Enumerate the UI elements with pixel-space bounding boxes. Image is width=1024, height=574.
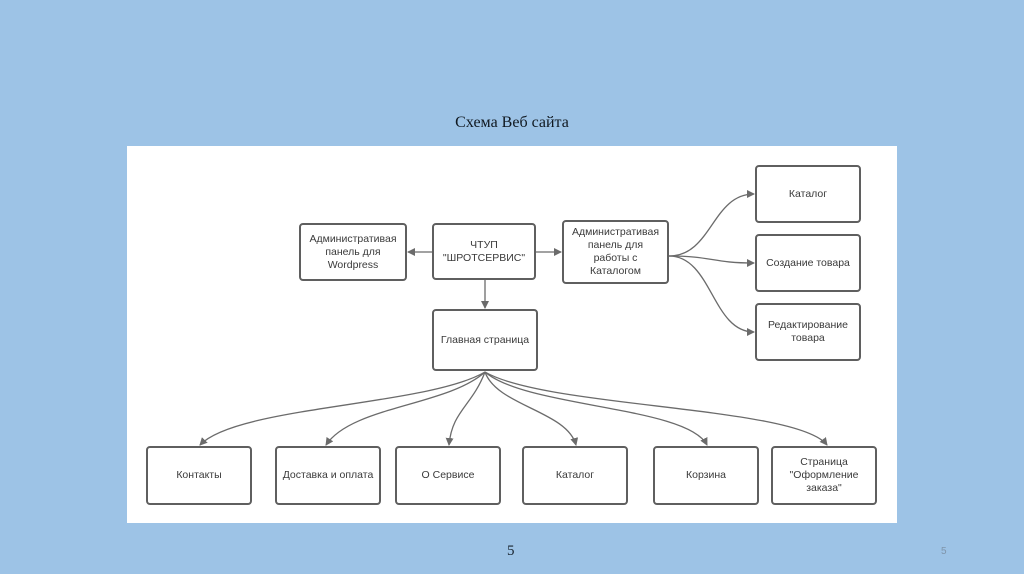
edge-main-page-to-about [445,371,486,446]
diagram-edges [199,190,828,446]
node-create-product: Создание товара [755,234,861,292]
node-delivery-payment: Доставка и оплата [275,446,381,505]
edge-main-page-to-delivery [325,371,486,446]
node-admin-catalog: Административая панель для работы с Ката… [562,220,669,284]
edge-admin-catalog-to-catalog [668,190,755,257]
slide-title: Схема Веб сайта [455,114,569,131]
edge-main-page-to-checkout [484,371,828,446]
edge-main-page-to-contacts [199,371,486,446]
edge-main-page-to-catalog [484,371,579,446]
node-root-company: ЧТУП "ШРОТСЕРВИС" [432,223,536,280]
node-about-service: О Сервисе [395,446,501,505]
node-cart: Корзина [653,446,759,505]
slide-number-corner: 5 [941,546,947,557]
node-catalog: Каталог [522,446,628,505]
node-admin-wordpress: Административая панель для Wordpress [299,223,407,281]
node-edit-product: Редактирование товара [755,303,861,361]
node-catalog-admin: Каталог [755,165,861,223]
diagram-panel: Административая панель для Wordpress ЧТУ… [127,146,897,523]
node-contacts: Контакты [146,446,252,505]
node-main-page: Главная страница [432,309,538,371]
edge-main-page-to-cart [484,371,708,446]
edge-admin-catalog-to-create-product [668,255,755,267]
slide-number: 5 [507,543,515,559]
node-checkout-page: Страница "Оформление заказа" [771,446,877,505]
edge-admin-catalog-to-edit-product [668,255,755,336]
